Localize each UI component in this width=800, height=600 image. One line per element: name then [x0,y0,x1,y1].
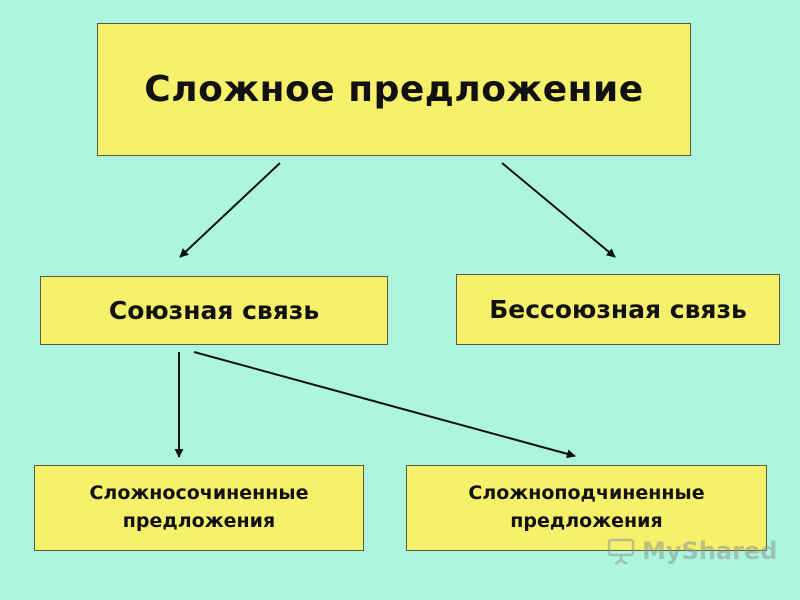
watermark-text: MyShared [642,537,778,565]
node-compound-sentences: Сложносочиненные предложения [34,465,364,551]
node-label-line1: Сложноподчиненные [468,482,705,505]
node-label: Союзная связь [108,296,320,325]
node-label: Бессоюзная связь [489,295,747,324]
arrow-root-to-union [179,162,281,258]
node-asyndetic-connection: Бессоюзная связь [456,274,780,345]
arrow-root-to-nonunion [501,162,616,258]
node-label-line2: предложения [122,510,276,532]
node-complex-subordinate-sentences: Сложноподчиненные предложения [406,465,767,551]
presentation-board-icon [607,538,635,566]
node-label-line2: предложения [510,510,663,532]
node-label: Сложное предложение [144,69,644,110]
node-conjunctive-connection: Союзная связь [40,276,388,345]
arrow-union-to-complex [193,351,576,459]
watermark: MyShared [606,536,777,566]
node-label-line1: Сложносочиненные [89,482,309,505]
node-complex-sentence: Сложное предложение [97,23,691,156]
